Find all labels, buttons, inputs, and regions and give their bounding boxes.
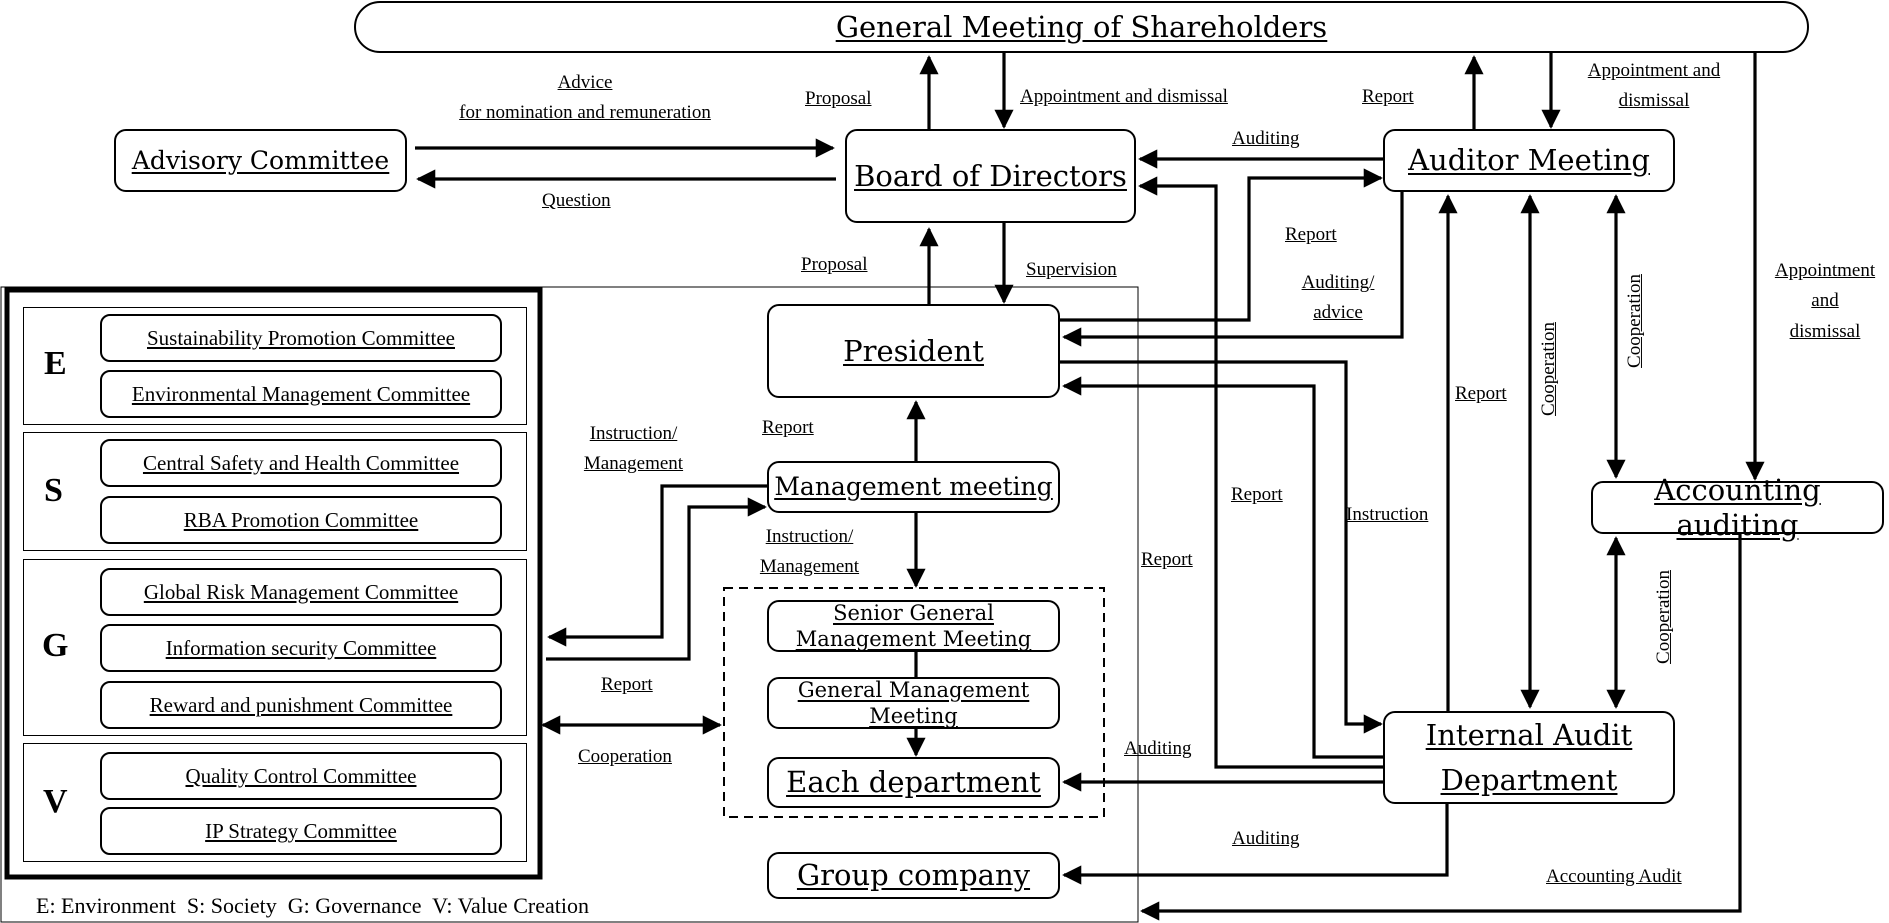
label-report-auditor: Report <box>1285 224 1337 245</box>
senior-gmm-line1: Senior General <box>833 600 994 625</box>
label-auditing-advice-line1: Auditing/ <box>1301 272 1375 293</box>
label-report-ia-president: Report <box>1231 484 1283 505</box>
label-question: Question <box>542 190 611 211</box>
committee-rba-promotion[interactable]: RBA Promotion Committee <box>100 496 502 544</box>
esgv-legend: E: Environment S: Society G: Governance … <box>36 893 589 918</box>
arrow-report-ia-board <box>1138 176 1383 769</box>
label-cooperation-ia-auditor: Cooperation <box>1537 322 1559 416</box>
arrow-report-auditor <box>1060 168 1383 322</box>
label-advice-line2: for nomination and remuneration <box>459 102 711 124</box>
label-instruction-down-line2: Management <box>759 556 860 578</box>
section-letter-v: V <box>43 783 68 820</box>
general-management-meeting[interactable]: General Management Meeting <box>767 677 1060 729</box>
arrow-report-mm <box>546 497 767 661</box>
section-letter-e: E <box>44 345 67 382</box>
president-label: President <box>843 333 984 368</box>
esgv-frame <box>4 287 543 880</box>
label-report-mm-president: Report <box>762 417 814 438</box>
section-letter-s: S <box>44 472 63 509</box>
president[interactable]: President <box>767 304 1060 398</box>
section-v <box>23 743 527 862</box>
label-appointment-acc-line3: dismissal <box>1789 320 1861 342</box>
gms-label: General Meeting of Shareholders <box>835 9 1328 44</box>
label-advice: Advice for nomination and remuneration <box>420 68 750 129</box>
label-instruction: Instruction <box>1346 504 1429 525</box>
label-cooperation-acc-ia: Cooperation <box>1652 570 1674 664</box>
committee-quality-control[interactable]: Quality Control Committee <box>100 752 502 800</box>
label-report-ia-board: Report <box>1141 549 1193 570</box>
label-appointment-auditor: Appointment and dismissal <box>1565 56 1743 117</box>
management-meeting[interactable]: Management meeting <box>767 461 1060 513</box>
label-supervision: Supervision <box>1026 259 1117 280</box>
label-appointment-auditor-line1: Appointment and <box>1587 60 1721 81</box>
section-g <box>23 559 527 736</box>
label-instruction-left-line2: Management <box>583 453 684 475</box>
internal-audit-department[interactable]: Internal Audit Department <box>1383 711 1675 804</box>
auditor-meeting[interactable]: Auditor Meeting <box>1383 129 1675 192</box>
label-proposal-board: Proposal <box>801 254 868 275</box>
each-department[interactable]: Each department <box>767 757 1060 808</box>
arrow-instruction-left <box>547 484 776 647</box>
internal-audit-line2: Department <box>1440 762 1618 797</box>
label-instruction-left-line1: Instruction/ <box>589 423 678 444</box>
section-e <box>23 307 527 425</box>
gmm-line2: Meeting <box>869 704 958 728</box>
label-instruction-left: Instruction/ Management <box>566 419 701 480</box>
executive-dashed-frame <box>723 587 1105 818</box>
label-report-left: Report <box>601 674 653 695</box>
label-instruction-down-line1: Instruction/ <box>765 526 854 547</box>
group-company-label: Group company <box>796 858 1031 893</box>
label-appointment-acc-line1: Appointment <box>1774 260 1876 281</box>
committee-central-safety-health[interactable]: Central Safety and Health Committee <box>100 439 502 487</box>
label-appointment-acc-line2: and <box>1811 290 1839 312</box>
committee-environmental-management[interactable]: Environmental Management Committee <box>100 370 502 418</box>
section-s <box>23 432 527 551</box>
committee-sustainability-promotion[interactable]: Sustainability Promotion Committee <box>100 314 502 362</box>
internal-audit-line1: Internal Audit <box>1425 717 1633 752</box>
committee-information-security[interactable]: Information security Committee <box>100 624 502 672</box>
label-auditing-dept: Auditing <box>1124 738 1192 759</box>
gmm-line1: General Management <box>797 677 1030 702</box>
arrow-auditing-group <box>1062 804 1449 885</box>
label-report-gms: Report <box>1362 86 1414 107</box>
management-meeting-label: Management meeting <box>774 472 1053 501</box>
board-of-directors[interactable]: Board of Directors <box>845 129 1136 223</box>
label-appointment-auditor-line2: dismissal <box>1618 90 1690 112</box>
general-meeting-of-shareholders[interactable]: General Meeting of Shareholders <box>354 1 1809 53</box>
board-label: Board of Directors <box>854 158 1127 193</box>
committee-reward-punishment[interactable]: Reward and punishment Committee <box>100 681 502 729</box>
label-appointment-board: Appointment and dismissal <box>1020 86 1228 107</box>
committee-ip-strategy[interactable]: IP Strategy Committee <box>100 807 502 855</box>
senior-general-management-meeting[interactable]: Senior General Management Meeting <box>767 600 1060 652</box>
arrow-accounting-audit <box>1140 534 1742 921</box>
label-advice-line1: Advice <box>557 72 613 93</box>
label-cooperation-auditor-acc: Cooperation <box>1623 274 1645 368</box>
label-accounting-audit: Accounting Audit <box>1546 866 1682 887</box>
auditor-label: Auditor Meeting <box>1408 143 1650 178</box>
label-cooperation-left: Cooperation <box>578 746 672 767</box>
internal-frame <box>0 286 1139 923</box>
accounting-auditing-label: Accounting auditing <box>1654 472 1821 542</box>
label-auditing-advice: Auditing/ advice <box>1288 268 1388 329</box>
label-proposal-gms: Proposal <box>805 88 872 109</box>
group-company[interactable]: Group company <box>767 852 1060 899</box>
committee-global-risk-management[interactable]: Global Risk Management Committee <box>100 568 502 616</box>
arrow-auditing-advice <box>1062 192 1404 347</box>
accounting-auditing[interactable]: Accounting auditing <box>1591 473 1884 542</box>
advisory-committee[interactable]: Advisory Committee <box>114 129 407 192</box>
arrow-report-ia-president <box>1062 376 1383 759</box>
section-letter-g: G <box>42 627 69 664</box>
advisory-label: Advisory Committee <box>131 145 390 175</box>
label-report-ia-auditor: Report <box>1455 383 1507 404</box>
label-appointment-accounting: Appointment and dismissal <box>1760 256 1889 347</box>
senior-gmm-line2: Management Meeting <box>795 627 1032 651</box>
label-auditing-group: Auditing <box>1232 828 1300 849</box>
label-auditing-board: Auditing <box>1232 128 1300 149</box>
label-instruction-down: Instruction/ Management <box>742 522 877 583</box>
arrow-instruction-ia <box>1060 360 1383 734</box>
each-department-label: Each department <box>786 765 1041 800</box>
label-auditing-advice-line2: advice <box>1313 302 1363 324</box>
